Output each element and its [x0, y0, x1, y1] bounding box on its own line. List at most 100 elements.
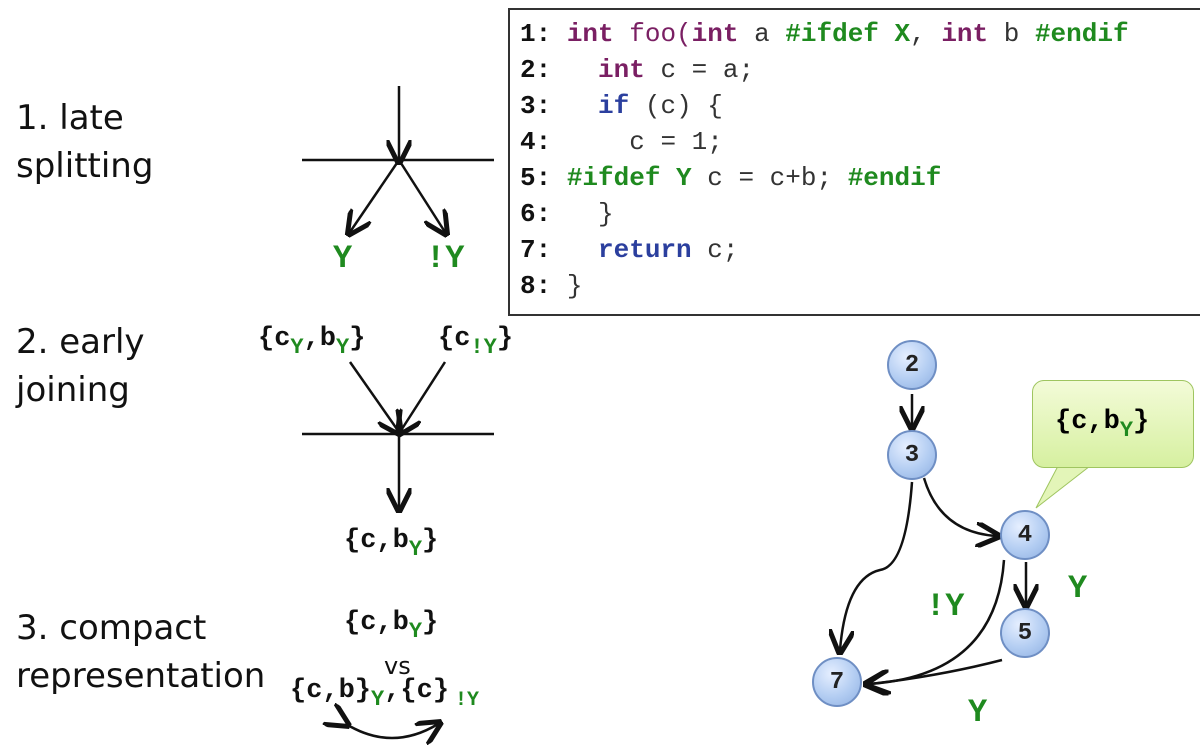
code-token: #ifdef X: [785, 19, 911, 49]
callout-bubble: {c,bY}: [1032, 380, 1194, 468]
set-text: {c,b: [1055, 407, 1120, 437]
code-line-1: 1: int foo(int a #ifdef X, int b #endif: [520, 16, 1129, 52]
set-left-branch: {cY,bY}: [258, 324, 365, 360]
set-text: }: [422, 608, 439, 638]
code-line-4: 4: c = 1;: [520, 124, 723, 160]
callout-pointer: [1035, 465, 1092, 509]
line-number: 4:: [520, 127, 552, 157]
code-token: int: [566, 19, 614, 49]
set-sub: Y: [290, 335, 304, 360]
label-line: 3. compact: [16, 608, 207, 648]
callout-set: {c,bY}: [1055, 407, 1149, 443]
code-token: ,: [910, 19, 942, 49]
edge-label-y-right: Y: [1068, 570, 1088, 607]
label-line: splitting: [16, 146, 154, 186]
line-number: 1:: [520, 19, 552, 49]
set-joined-result: {c,bY}: [344, 526, 438, 562]
code-token: (c) {: [629, 91, 723, 121]
code-token: [567, 55, 598, 85]
line-number: 8:: [520, 271, 552, 301]
code-token: a: [738, 19, 786, 49]
set-sub: !Y: [470, 335, 497, 360]
set-text: }: [422, 526, 439, 556]
cfg-node-2: 2: [887, 340, 937, 390]
set-sub: Y: [408, 619, 423, 644]
edge-3-4: [922, 477, 996, 536]
set-text: {c,b: [344, 608, 409, 638]
set-sub: Y: [336, 335, 350, 360]
code-token: #endif: [847, 163, 942, 193]
line-number: 2:: [520, 55, 552, 85]
cfg-node-7: 7: [812, 657, 862, 707]
code-token: return: [598, 235, 692, 265]
code-token: c = 1;: [566, 127, 723, 157]
early-joining-title: 2. early joining: [16, 318, 145, 414]
code-token: c = a;: [644, 55, 755, 85]
line-number: 7:: [520, 235, 552, 265]
cfg-node-5: 5: [1000, 608, 1050, 658]
set-right-branch: {c!Y}: [438, 324, 513, 360]
code-token: c;: [691, 235, 739, 265]
code-line-5: 5: #ifdef Y c = c+b; #endif: [520, 160, 941, 196]
cfg-node-3: 3: [887, 430, 937, 480]
branch-label-not-y: !Y: [426, 240, 465, 277]
edge-label-y-bottom: Y: [968, 694, 988, 731]
code-token: if: [598, 91, 630, 121]
code-token: foo(: [613, 19, 692, 49]
vs-label: vs: [384, 652, 411, 680]
set-text: {c: [438, 324, 471, 354]
set-sub: Y: [1119, 418, 1134, 443]
join-arrow-right: [400, 361, 447, 432]
set-sub: Y: [408, 537, 423, 562]
code-token: #endif: [1034, 19, 1129, 49]
branch-label-y: Y: [333, 240, 353, 277]
late-splitting-title: 1. late splitting: [16, 94, 153, 190]
compact-representation-title: 3. compact representation: [16, 604, 265, 700]
code-token: #ifdef Y: [566, 163, 692, 193]
set-text: }: [349, 324, 366, 354]
code-token: int: [691, 19, 739, 49]
compact-swap-arrow: [346, 724, 438, 738]
set-text: {c: [258, 324, 291, 354]
label-line: joining: [16, 370, 130, 410]
set-split-representation: {c,b}Y,{c}!Y: [290, 676, 479, 712]
code-token: [567, 235, 598, 265]
code-line-2: 2: int c = a;: [520, 52, 754, 88]
cfg-node-4: 4: [1000, 510, 1050, 560]
set-compact: {c,bY}: [344, 608, 438, 644]
set-text: }: [1133, 407, 1150, 437]
set-text: {c,b}: [290, 676, 372, 706]
code-line-3: 3: if (c) {: [520, 88, 723, 124]
line-number: 3:: [520, 91, 552, 121]
split-arrow-left: [350, 159, 401, 232]
set-text: {c}: [400, 676, 450, 706]
split-arrow-right: [397, 159, 445, 232]
code-token: int: [598, 55, 645, 85]
label-line: representation: [16, 656, 266, 696]
code-line-8: 8: }: [520, 268, 582, 304]
code-token: [567, 91, 598, 121]
edge-label-not-y: !Y: [926, 588, 965, 625]
code-line-7: 7: return c;: [520, 232, 738, 268]
edge-3-7: [840, 481, 914, 650]
line-number: 6:: [520, 199, 552, 229]
edge-5-7: [870, 658, 1003, 684]
set-text: ,b: [303, 324, 337, 354]
code-token: int: [941, 19, 989, 49]
join-arrow-left: [348, 361, 399, 432]
line-number: 5:: [520, 163, 552, 193]
set-text: }: [496, 324, 514, 354]
code-token: }: [551, 271, 583, 301]
set-sub: Y: [371, 687, 385, 712]
label-line: 2. early: [16, 322, 145, 362]
code-line-6: 6: }: [520, 196, 614, 232]
code-token: b: [988, 19, 1035, 49]
code-token: }: [566, 199, 614, 229]
code-token: c = c+b;: [691, 163, 848, 193]
set-text: {c,b: [344, 526, 409, 556]
set-text: ,: [384, 676, 401, 706]
code-listing: 1: int foo(int a #ifdef X, int b #endif …: [508, 8, 1200, 316]
set-sub: !Y: [455, 689, 480, 712]
label-line: 1. late: [16, 98, 124, 138]
